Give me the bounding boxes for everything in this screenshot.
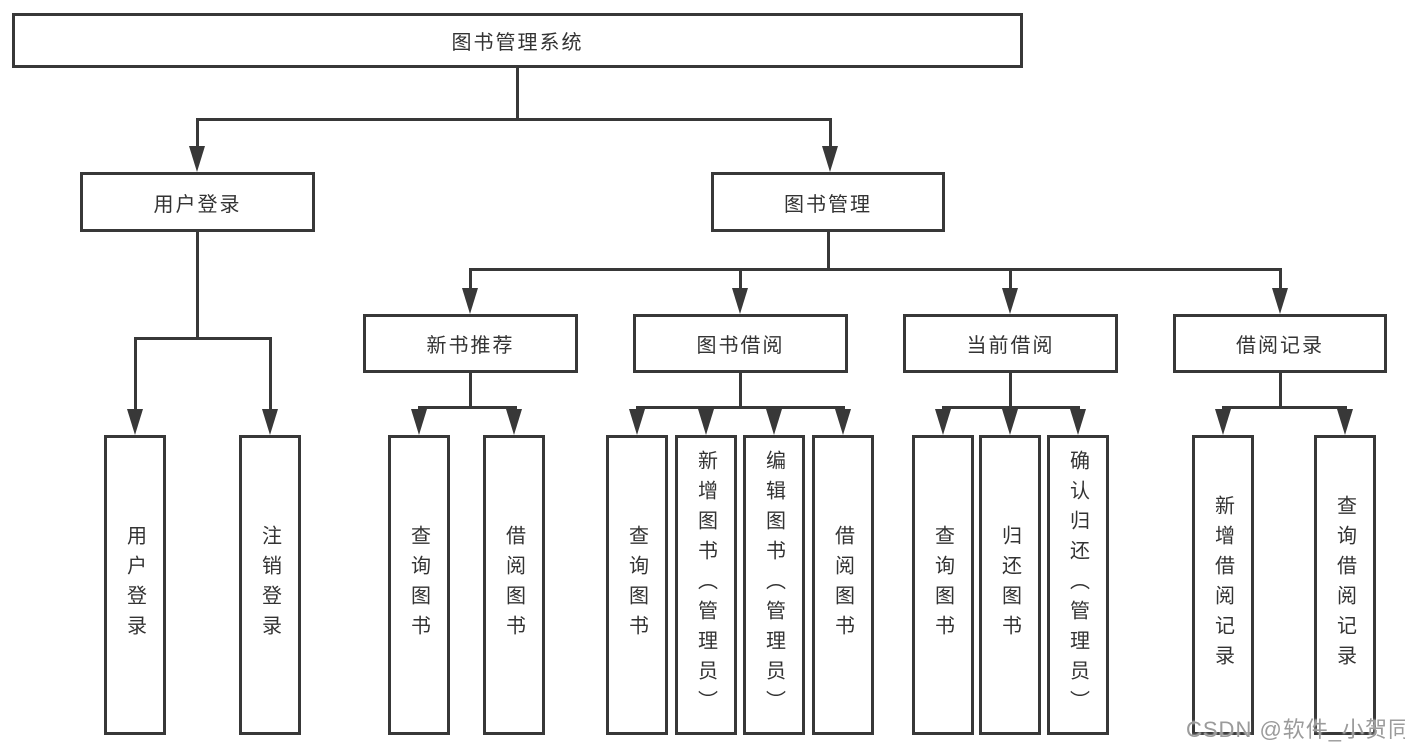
arrow-down <box>1272 288 1288 314</box>
node-leaf-user-login: 用户登录 <box>104 435 166 735</box>
leaf-label: 注销登录 <box>258 525 281 645</box>
node-book-borrow: 图书借阅 <box>633 314 848 373</box>
arrow-down <box>411 409 427 435</box>
leaf-label: 归还图书 <box>998 525 1021 645</box>
node-borrow-record: 借阅记录 <box>1173 314 1387 373</box>
node-user-login: 用户登录 <box>80 172 315 232</box>
node-leaf-logout: 注销登录 <box>239 435 301 735</box>
node-leaf-borrow-book-b: 借阅图书 <box>812 435 874 735</box>
connector-line <box>829 118 832 152</box>
connector-line <box>469 268 472 294</box>
connector-line <box>196 118 832 121</box>
node-root-label: 图书管理系统 <box>451 32 584 54</box>
connector-line <box>134 337 137 415</box>
node-book-management-label: 图书管理 <box>784 193 872 216</box>
node-new-book-recommend: 新书推荐 <box>363 314 578 373</box>
leaf-label: 查询借阅记录 <box>1333 495 1356 675</box>
connector-line <box>269 337 272 415</box>
node-new-book-recommend-label: 新书推荐 <box>426 335 515 357</box>
node-leaf-borrow-book-a: 借阅图书 <box>483 435 545 735</box>
leaf-label: 用户登录 <box>123 525 146 645</box>
connector-line <box>827 232 830 271</box>
node-current-borrow: 当前借阅 <box>903 314 1118 373</box>
node-leaf-query-book-a: 查询图书 <box>388 435 450 735</box>
node-root: 图书管理系统 <box>12 13 1023 68</box>
connector-line <box>1279 268 1282 294</box>
leaf-label: 确认归还（管理员） <box>1066 450 1089 720</box>
arrow-down <box>935 409 951 435</box>
arrow-down <box>262 409 278 435</box>
arrow-down <box>1337 409 1353 435</box>
leaf-label: 新增图书（管理员） <box>694 450 717 720</box>
leaf-label: 查询图书 <box>407 525 430 645</box>
node-user-login-label: 用户登录 <box>153 193 242 216</box>
connector-line <box>196 118 199 152</box>
node-book-borrow-label: 图书借阅 <box>696 335 785 357</box>
arrow-down <box>1070 409 1086 435</box>
arrow-down <box>1002 409 1018 435</box>
node-borrow-record-label: 借阅记录 <box>1236 335 1324 357</box>
node-leaf-edit-book-admin: 编辑图书（管理员） <box>743 435 805 735</box>
connector-line <box>636 406 845 409</box>
node-leaf-return-book: 归还图书 <box>979 435 1041 735</box>
connector-line <box>418 406 517 409</box>
arrow-down <box>822 146 838 172</box>
connector-line <box>516 68 519 120</box>
node-book-management: 图书管理 <box>711 172 945 232</box>
connector-line <box>739 373 742 409</box>
leaf-label: 编辑图书（管理员） <box>762 450 785 720</box>
arrow-down <box>835 409 851 435</box>
connector-line <box>134 337 272 340</box>
connector-line <box>196 232 199 340</box>
arrow-down <box>189 146 205 172</box>
watermark: CSDN @软件_小贺同学 <box>1186 717 1405 742</box>
arrow-down <box>1215 409 1231 435</box>
connector-line <box>1009 373 1012 409</box>
arrow-down <box>629 409 645 435</box>
connector-line <box>469 373 472 409</box>
node-leaf-add-borrow-record: 新增借阅记录 <box>1192 435 1254 735</box>
arrow-down <box>462 288 478 314</box>
node-leaf-query-book-b: 查询图书 <box>606 435 668 735</box>
arrow-down <box>1002 288 1018 314</box>
connector-line <box>739 268 742 294</box>
connector-line <box>1009 268 1012 294</box>
leaf-label: 借阅图书 <box>831 525 854 645</box>
connector-line <box>469 268 1282 271</box>
node-leaf-query-book-c: 查询图书 <box>912 435 974 735</box>
arrow-down <box>698 409 714 435</box>
node-leaf-query-borrow-record: 查询借阅记录 <box>1314 435 1376 735</box>
arrow-down <box>127 409 143 435</box>
arrow-down <box>766 409 782 435</box>
node-leaf-add-book-admin: 新增图书（管理员） <box>675 435 737 735</box>
node-leaf-confirm-return-admin: 确认归还（管理员） <box>1047 435 1109 735</box>
node-current-borrow-label: 当前借阅 <box>966 335 1055 357</box>
arrow-down <box>506 409 522 435</box>
leaf-label: 借阅图书 <box>502 525 525 645</box>
leaf-label: 查询图书 <box>931 525 954 645</box>
connector-line <box>1279 373 1282 409</box>
arrow-down <box>732 288 748 314</box>
leaf-label: 新增借阅记录 <box>1211 495 1234 675</box>
leaf-label: 查询图书 <box>625 525 648 645</box>
connector-line <box>1222 406 1347 409</box>
